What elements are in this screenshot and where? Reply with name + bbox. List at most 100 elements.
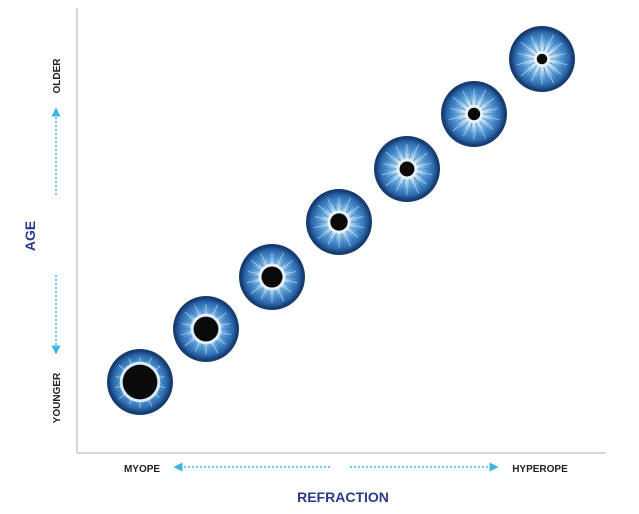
iris-fiber	[214, 309, 222, 319]
iris-fiber	[547, 46, 567, 57]
iris-fiber	[182, 317, 194, 324]
iris-fiber	[385, 151, 401, 164]
eye-icon	[173, 296, 239, 362]
eye-icon	[441, 81, 507, 147]
iris-fiber	[543, 33, 549, 53]
pupil	[122, 364, 158, 400]
iris-fiber	[256, 257, 265, 268]
iris-fiber	[525, 64, 539, 80]
iris-fiber	[544, 64, 555, 84]
iris-fiber	[340, 231, 345, 247]
iris-fiber	[451, 117, 468, 126]
iris-fiber	[265, 288, 270, 304]
iris-fiber	[395, 176, 404, 192]
eye-icon	[306, 189, 372, 255]
iris-fiber	[481, 115, 500, 121]
iris-fiber	[545, 39, 558, 54]
iris-fiber	[282, 264, 297, 273]
iris-fiber	[481, 108, 499, 113]
iris-fiber	[467, 87, 473, 107]
iris-fiber	[462, 90, 471, 108]
iris-fiber	[530, 64, 540, 82]
iris-fiber	[395, 145, 404, 162]
iris-fiber	[260, 287, 268, 300]
iris-fiber	[216, 312, 227, 321]
iris-fiber	[391, 149, 402, 163]
iris-fiber	[408, 143, 414, 161]
iris-fiber	[323, 202, 333, 215]
iris-fiber	[246, 279, 261, 284]
iris-fiber	[348, 223, 365, 229]
iris-fiber	[450, 102, 468, 111]
iris-fiber	[279, 257, 288, 268]
iris-fiber	[181, 323, 193, 327]
eye-icon	[374, 136, 440, 202]
iris-fiber	[248, 265, 262, 273]
iris-fiber	[322, 229, 333, 243]
iris-fiber	[282, 281, 297, 290]
y-axis-bottom-label: YOUNGER	[52, 372, 63, 423]
iris-fiber	[415, 163, 432, 168]
pupil	[330, 213, 348, 231]
iris-fiber	[281, 284, 292, 293]
iris-fiber	[184, 311, 196, 321]
pupil	[193, 316, 219, 342]
iris-fiber	[219, 323, 231, 327]
iris-fiber	[208, 342, 212, 354]
iris-fiber	[348, 209, 364, 218]
iris-fiber	[449, 108, 467, 113]
iris-fiber	[216, 337, 226, 345]
iris-fiber	[457, 119, 470, 135]
iris-fiber	[249, 281, 262, 289]
iris-fiber	[400, 142, 406, 161]
iris-fiber	[250, 259, 263, 270]
iris-fiber	[548, 53, 567, 58]
iris-fiber	[385, 174, 401, 187]
iris-fiber	[208, 303, 213, 316]
iris-fiber	[478, 94, 490, 109]
iris-fiber	[408, 177, 413, 194]
iris-fiber	[415, 170, 433, 176]
iris-fiber	[545, 64, 559, 80]
iris-fiber	[283, 271, 297, 275]
iris-fiber	[412, 175, 424, 190]
iris-fiber	[452, 118, 469, 132]
iris-fiber	[543, 65, 548, 84]
iris-fiber	[547, 62, 562, 75]
iris-fiber	[180, 331, 193, 336]
iris-fiber	[184, 337, 196, 347]
iris-fiber	[276, 287, 285, 302]
iris-fiber	[390, 175, 402, 190]
iris-fiber	[214, 339, 223, 350]
iris-fiber	[410, 176, 420, 194]
iris-fiber	[346, 228, 359, 238]
iris-fiber	[547, 61, 567, 72]
iris-fiber	[343, 231, 352, 247]
iris-fiber	[317, 204, 332, 216]
iris-fiber	[530, 35, 540, 54]
iris-fiber	[475, 121, 480, 139]
pupil	[399, 161, 415, 177]
iris-fiber	[480, 117, 499, 127]
iris-fiber	[332, 195, 338, 213]
iris-fiber	[265, 250, 270, 266]
iris-fiber	[274, 251, 279, 266]
iris-fiber	[413, 152, 428, 164]
iris-fiber	[452, 96, 469, 110]
iris-fiber	[332, 231, 338, 249]
iris-fiber	[467, 121, 473, 141]
iris-fiber	[274, 288, 278, 302]
iris-fiber	[383, 157, 400, 166]
iris-fiber	[218, 334, 231, 342]
iris-fiber	[348, 226, 364, 235]
iris-fiber	[190, 309, 198, 319]
iris-fiber	[279, 286, 289, 298]
iris-fiber	[345, 229, 356, 243]
eye-icon	[239, 244, 305, 310]
y-axis-top-label: OLDER	[52, 58, 63, 94]
pupil	[536, 53, 548, 65]
iris-fiber	[479, 118, 494, 130]
iris-fiber	[410, 144, 420, 162]
iris-fiber	[327, 198, 335, 213]
iris-fiber	[314, 216, 330, 221]
